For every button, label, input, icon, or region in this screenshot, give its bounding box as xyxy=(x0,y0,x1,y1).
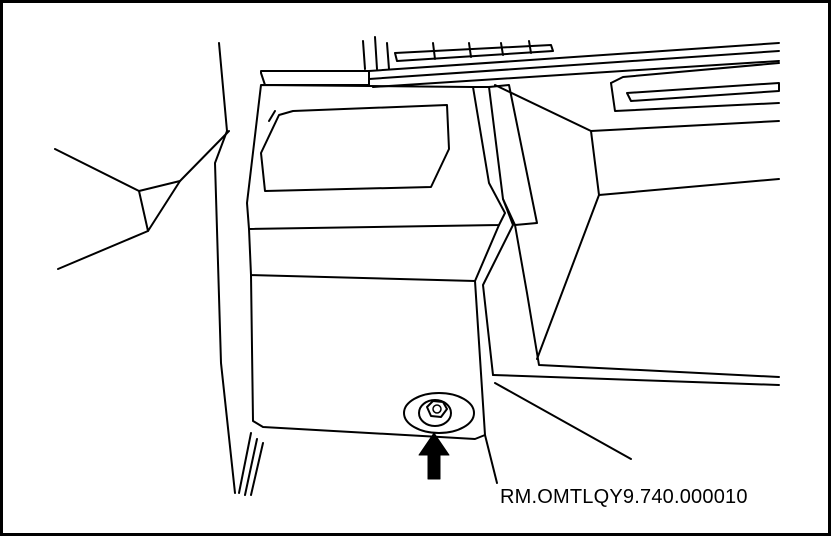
right-dash-outline xyxy=(494,62,780,360)
reference-code: RM.OMTLQY9.740.000010 xyxy=(500,486,748,508)
arrow-up-icon xyxy=(418,432,450,480)
left-seat-outline xyxy=(54,42,264,496)
console-trim-strip xyxy=(472,84,780,460)
bolt-icon xyxy=(426,400,448,418)
console-lower-panel xyxy=(248,224,500,484)
console-upper-box xyxy=(246,84,506,230)
console-line-drawing xyxy=(54,36,780,496)
dashboard-top-outline xyxy=(260,36,780,88)
bolt-boss xyxy=(403,392,475,434)
